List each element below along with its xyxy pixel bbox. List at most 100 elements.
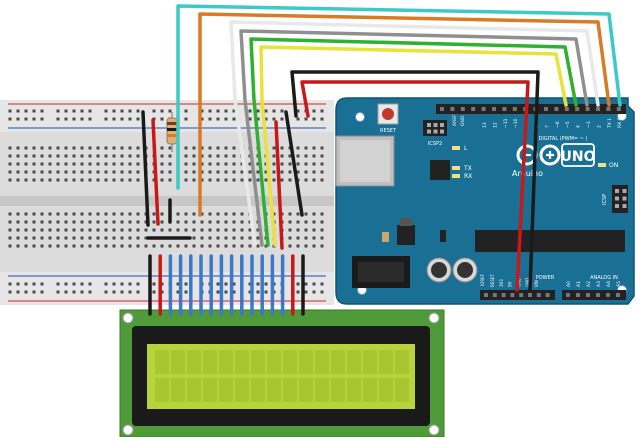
breadboard-hole: [48, 154, 52, 158]
rail-hole: [224, 282, 228, 286]
rail-hole: [312, 282, 316, 286]
diode: [440, 230, 446, 242]
breadboard-hole: [80, 178, 84, 182]
breadboard-hole: [128, 162, 132, 166]
rail-hole: [304, 282, 308, 286]
header-hole: [596, 293, 600, 297]
breadboard-hole: [120, 228, 124, 232]
breadboard-hole: [40, 212, 44, 216]
lcd-pin-wires: [148, 254, 305, 316]
header-hole: [586, 293, 590, 297]
header-hole: [492, 293, 497, 297]
breadboard-hole: [216, 146, 220, 150]
lcd-character-cell: [171, 350, 185, 374]
wire-black-short: [141, 110, 150, 227]
rail-hole: [224, 117, 228, 121]
rail-hole: [184, 109, 188, 113]
rail-hole: [128, 290, 132, 294]
ioref-label: IOREF: [480, 273, 485, 286]
breadboard-hole: [224, 212, 228, 216]
led-label-on: ON: [609, 162, 618, 169]
breadboard-hole: [16, 228, 20, 232]
lcd-character-cell: [219, 378, 233, 402]
header-hole: [616, 107, 621, 111]
breadboard-hole: [272, 212, 276, 216]
breadboard-hole: [120, 178, 124, 182]
analog-pin-label: A2: [586, 281, 592, 287]
icsp-pin: [622, 196, 627, 201]
breadboard-hole: [40, 154, 44, 158]
lcd-mount-hole: [428, 424, 440, 436]
breadboard-hole: [8, 236, 12, 240]
icsp-label: ICSP: [602, 194, 608, 205]
breadboard-hole: [32, 212, 36, 216]
rail-hole: [24, 109, 28, 113]
breadboard-hole: [136, 228, 140, 232]
digital-pin-label: ~6: [555, 121, 561, 128]
rail-hole: [40, 109, 44, 113]
power-pin-label: 5V: [508, 281, 513, 287]
header-hole: [596, 107, 600, 111]
breadboard-hole: [256, 244, 260, 248]
lcd-mount-hole: [428, 312, 440, 324]
breadboard-hole: [192, 244, 196, 248]
breadboard-hole: [296, 236, 300, 240]
breadboard-hole: [208, 236, 212, 240]
breadboard-hole: [256, 236, 260, 240]
rail-hole: [232, 282, 236, 286]
breadboard-hole: [48, 228, 52, 232]
rail-hole: [232, 117, 236, 121]
breadboard-hole: [144, 228, 148, 232]
breadboard-hole: [88, 244, 92, 248]
breadboard-hole: [88, 220, 92, 224]
rail-hole: [152, 290, 156, 294]
rail-hole: [296, 117, 300, 121]
header-hole: [554, 107, 559, 111]
rail-hole: [64, 117, 68, 121]
breadboard-hole: [304, 244, 308, 248]
breadboard-hole: [16, 154, 20, 158]
rail-hole: [136, 290, 140, 294]
breadboard-hole: [136, 220, 140, 224]
breadboard-hole: [40, 178, 44, 182]
breadboard-hole: [232, 170, 236, 174]
breadboard-hole: [224, 228, 228, 232]
lcd-character-cell: [315, 378, 329, 402]
power-label: POWER: [536, 275, 555, 281]
breadboard-hole: [48, 170, 52, 174]
rail-hole: [304, 117, 308, 121]
breadboard-hole: [304, 170, 308, 174]
breadboard-hole: [72, 146, 76, 150]
breadboard-hole: [192, 162, 196, 166]
breadboard-hole: [224, 244, 228, 248]
breadboard-hole: [8, 170, 12, 174]
breadboard-hole: [168, 228, 172, 232]
breadboard-hole: [232, 212, 236, 216]
breadboard-hole: [280, 178, 284, 182]
breadboard-hole: [128, 220, 132, 224]
header-hole: [471, 107, 476, 111]
lcd-character-cell: [395, 350, 409, 374]
breadboard-hole: [104, 212, 108, 216]
breadboard-hole: [112, 236, 116, 240]
breadboard-hole: [304, 162, 308, 166]
breadboard-hole: [224, 236, 228, 240]
reset-button-cap[interactable]: [382, 108, 394, 120]
breadboard-hole: [24, 162, 28, 166]
breadboard-hole: [24, 146, 28, 150]
digital-pin-label: ~10: [513, 118, 519, 128]
header-hole: [510, 293, 515, 297]
breadboard-hole: [32, 228, 36, 232]
breadboard-hole: [240, 220, 244, 224]
breadboard-hole: [16, 220, 20, 224]
breadboard-hole: [120, 154, 124, 158]
breadboard-hole: [8, 228, 12, 232]
breadboard-hole: [120, 162, 124, 166]
header-hole: [492, 107, 496, 111]
breadboard-hole: [40, 244, 44, 248]
breadboard-hole: [48, 178, 52, 182]
rail-hole: [160, 290, 164, 294]
rail-hole: [216, 117, 220, 121]
breadboard-hole: [24, 178, 28, 182]
breadboard-hole: [112, 146, 116, 150]
